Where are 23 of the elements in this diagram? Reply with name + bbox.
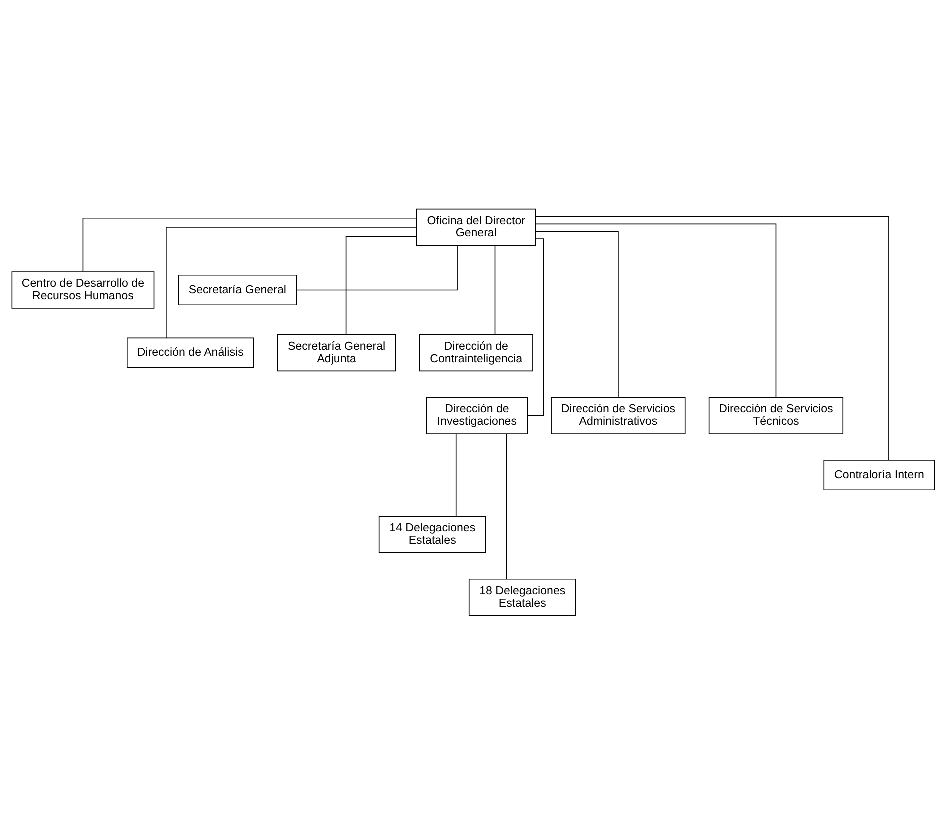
node-box: Dirección de Contrainteligencia xyxy=(419,334,534,372)
node-box: Dirección de Servicios Administrativos xyxy=(551,397,686,434)
node-box: 18 Delegaciones Estatales xyxy=(468,578,576,616)
connector xyxy=(527,238,544,416)
connector xyxy=(82,218,418,272)
node-box: Centro de Desarrollo de Recursos Humanos xyxy=(12,272,155,309)
node-box: Dirección de Investigaciones xyxy=(426,397,528,434)
connector xyxy=(494,245,496,336)
connector xyxy=(346,236,418,336)
connector xyxy=(296,246,458,291)
node-box: Dirección de Análisis xyxy=(127,338,254,368)
connector xyxy=(536,224,777,398)
node-box: Secretaría General Adjunta xyxy=(277,334,396,372)
connector xyxy=(536,216,890,461)
node-box: Contraloría Intern xyxy=(824,460,936,491)
connector xyxy=(166,227,418,339)
connector xyxy=(506,434,508,580)
node-box: 14 Delegaciones Estatales xyxy=(378,516,486,554)
node-box: Dirección de Servicios Técnicos xyxy=(708,397,844,434)
node-box: Secretaría General xyxy=(178,274,298,306)
node-box: Oficina del Director General xyxy=(416,208,536,246)
connector xyxy=(456,434,457,517)
connector xyxy=(536,231,619,398)
